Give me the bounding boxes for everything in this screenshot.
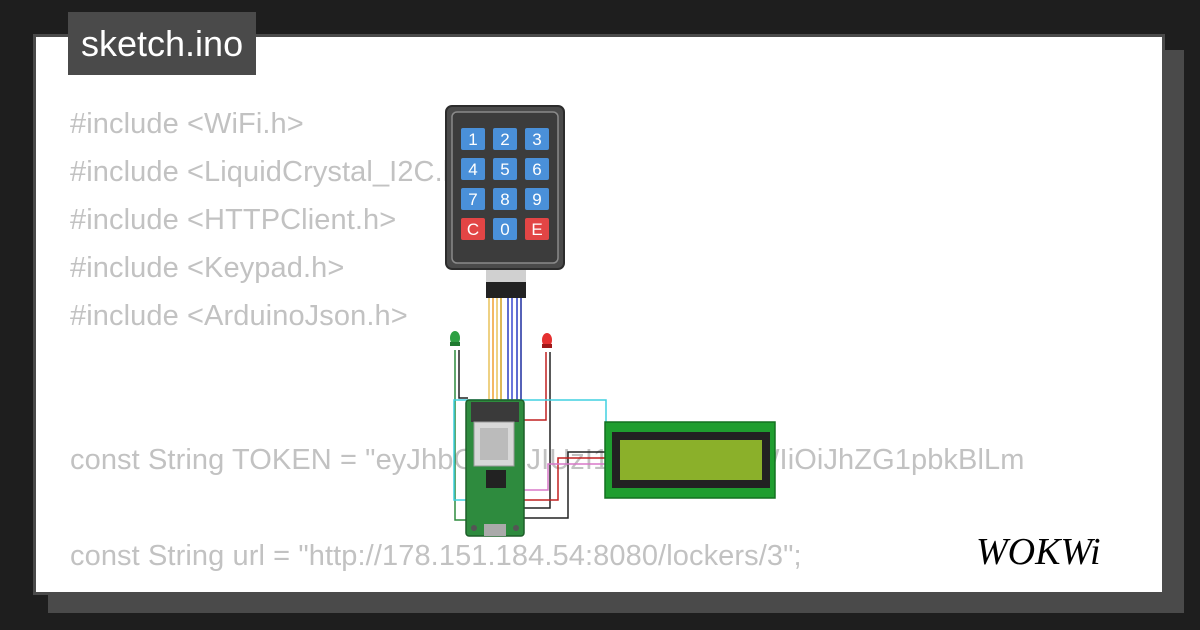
code-preview-card: #include <WiFi.h> #include <LiquidCrysta… <box>33 34 1165 595</box>
keypad-key-2[interactable]: 2 <box>493 128 517 150</box>
keypad-key-label: C <box>467 220 479 239</box>
keypad-key-label: 6 <box>532 160 541 179</box>
code-line-4: #include <Keypad.h> <box>70 252 345 284</box>
code-line-2: #include <LiquidCrystal_I2C.h> <box>70 156 477 188</box>
keypad-key-label: 7 <box>468 190 477 209</box>
keypad-key-label: 2 <box>500 130 509 149</box>
code-line-url: const String url = "http://178.151.184.5… <box>70 540 802 572</box>
keypad-key-label: 8 <box>500 190 509 209</box>
filename-tab[interactable]: sketch.ino <box>68 12 257 75</box>
led-wires <box>454 350 551 521</box>
keypad[interactable]: 1 2 3 4 5 6 7 8 9C 0 E <box>445 105 565 298</box>
keypad-key-label: 9 <box>532 190 541 209</box>
keypad-key-label: 0 <box>500 220 509 239</box>
keypad-key-3[interactable]: 3 <box>525 128 549 150</box>
lcd-display[interactable] <box>604 421 776 499</box>
keypad-key-4[interactable]: 4 <box>461 158 485 180</box>
keypad-key-9[interactable]: 9 <box>525 188 549 210</box>
wokwi-logo-text: WOKWi <box>976 531 1101 573</box>
code-line-5: #include <ArduinoJson.h> <box>70 300 408 332</box>
keypad-key-e[interactable]: E <box>525 218 549 240</box>
keypad-key-label: 5 <box>500 160 509 179</box>
wokwi-logo: WOKWi <box>976 531 1101 573</box>
keypad-key-5[interactable]: 5 <box>493 158 517 180</box>
keypad-key-c[interactable]: C <box>461 218 485 240</box>
keypad-key-7[interactable]: 7 <box>461 188 485 210</box>
keypad-key-8[interactable]: 8 <box>493 188 517 210</box>
keypad-key-0[interactable]: 0 <box>493 218 517 240</box>
keypad-key-label: E <box>531 220 542 239</box>
esp32-board[interactable] <box>465 399 525 537</box>
code-line-3: #include <HTTPClient.h> <box>70 204 397 236</box>
red-led[interactable] <box>542 333 552 348</box>
green-led[interactable] <box>450 331 460 346</box>
keypad-key-6[interactable]: 6 <box>525 158 549 180</box>
code-line-1: #include <WiFi.h> <box>70 108 304 140</box>
keypad-key-1[interactable]: 1 <box>461 128 485 150</box>
keypad-key-label: 4 <box>468 160 477 179</box>
keypad-key-label: 1 <box>468 130 477 149</box>
keypad-key-label: 3 <box>532 130 541 149</box>
